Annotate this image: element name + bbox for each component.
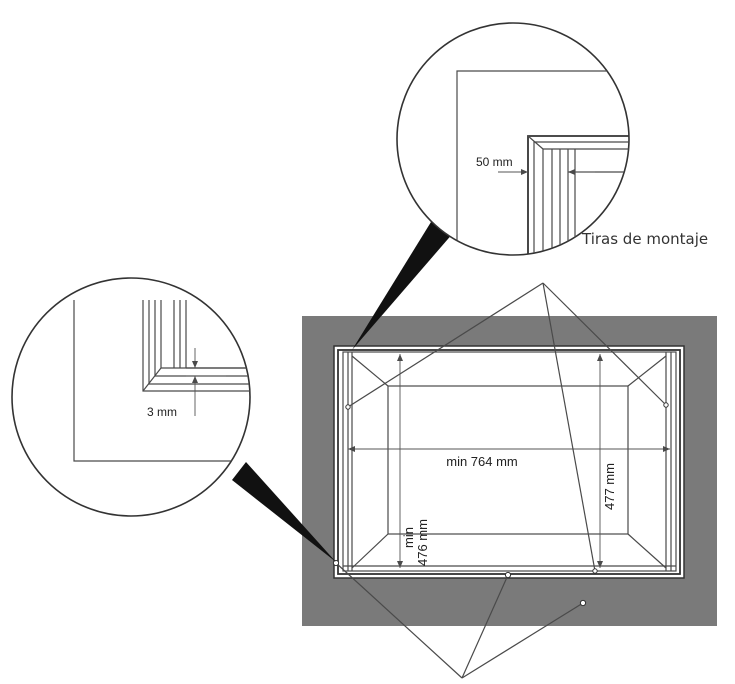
min-height-label-line2: 476 mm (415, 519, 430, 566)
zoom-pointer-top (352, 222, 454, 350)
dimension-min-height: min 476 mm (397, 354, 430, 568)
wall-panel (302, 316, 717, 626)
strip-point-right (663, 402, 669, 408)
zoom-pointer-left (232, 462, 336, 562)
dimension-height-477: 477 mm (597, 354, 617, 568)
detail-circle-left: 3 mm (11, 277, 251, 517)
gap-50-label: 50 mm (476, 155, 513, 169)
mounting-strips-callout: Tiras de montaje (345, 230, 708, 574)
mounting-strips-label: Tiras de montaje (581, 230, 708, 248)
height-477-label: 477 mm (602, 463, 617, 510)
niche-opening (333, 345, 685, 579)
screw-point-middle (504, 571, 512, 579)
screws-callout (332, 559, 587, 679)
screw-point-left (332, 559, 340, 567)
strip-point-bottom (592, 568, 598, 574)
strip-point-left (345, 404, 351, 410)
min-width-label: min 764 mm (446, 454, 518, 469)
min-height-label-line1: min (401, 527, 416, 548)
gap-3-label: 3 mm (147, 405, 177, 419)
screw-point-right (579, 599, 587, 607)
detail-circle-top: 50 mm (396, 22, 630, 256)
